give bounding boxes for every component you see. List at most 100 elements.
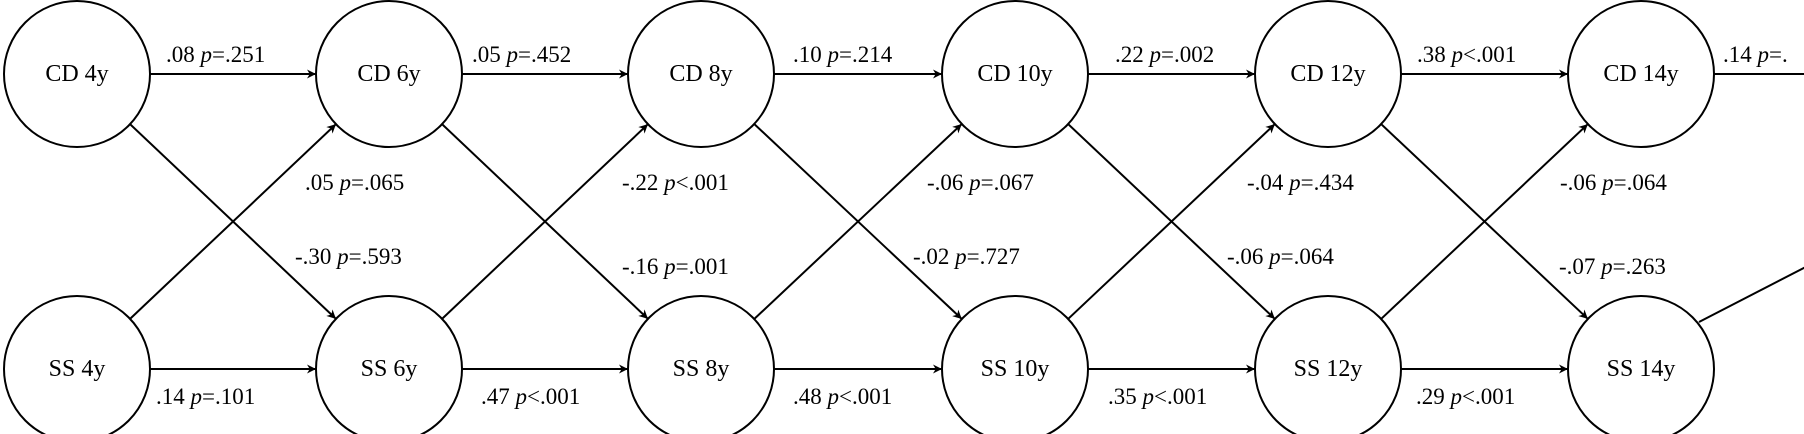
p-symbol: p	[826, 42, 840, 67]
coefficient: -.30	[295, 244, 337, 269]
node-label: CD 14y	[1603, 61, 1678, 87]
coefficient: .05	[305, 170, 340, 195]
edge-label-cd10-cd12: .22 p=.002	[1115, 42, 1214, 67]
p-value: =.452	[518, 42, 571, 67]
p-value: =.065	[351, 170, 404, 195]
nodes-layer: CD 4y CD 6y CD 8y CD 10y CD 12y CD 14y SS 4y SS…	[3, 0, 1715, 434]
p-value: <.001	[1463, 42, 1516, 67]
p-value: =.064	[1614, 170, 1668, 195]
node-cd12: CD 12y	[1254, 0, 1402, 148]
coefficient: .22	[1115, 42, 1150, 67]
node-circle	[3, 0, 151, 148]
edge-label-ss8-ss10: .48 p<.001	[793, 384, 892, 409]
coefficient: -.06	[927, 170, 969, 195]
node-label: SS 8y	[673, 356, 730, 382]
node-label: CD 4y	[45, 61, 108, 87]
node-cd6: CD 6y	[315, 0, 463, 148]
p-value: =.064	[1281, 244, 1335, 269]
p-value: <.001	[1462, 384, 1515, 409]
edge-label-ss10-ss12: .35 p<.001	[1108, 384, 1207, 409]
node-label: CD 10y	[977, 61, 1052, 87]
p-value: =.434	[1301, 170, 1355, 195]
node-circle	[627, 0, 775, 148]
node-ss10: SS 10y	[941, 295, 1089, 434]
node-ss8: SS 8y	[627, 295, 775, 434]
p-value: =.251	[212, 42, 265, 67]
p-symbol: p	[967, 170, 981, 195]
edge-label-cd8-cd10: .10 p=.214	[793, 42, 893, 67]
p-value: =.214	[839, 42, 893, 67]
edge-cd6-ss8	[441, 123, 649, 320]
p-symbol: p	[1756, 42, 1770, 67]
coefficient: .08	[166, 42, 201, 67]
node-circle	[627, 295, 775, 434]
p-value: =.067	[981, 170, 1034, 195]
edge-label-cd4-ss6: -.30 p=.593	[295, 244, 402, 269]
edge-label-ss12-ss14: .29 p<.001	[1416, 384, 1515, 409]
node-circle	[1567, 0, 1715, 148]
p-symbol: p	[1600, 170, 1614, 195]
node-ss4: SS 4y	[3, 295, 151, 434]
edge-continuation-to-ss14	[1698, 266, 1804, 323]
node-ss14: SS 14y	[1567, 295, 1715, 434]
edge-label-ss10-cd12: -.04 p=.434	[1247, 170, 1354, 195]
p-symbol: p	[514, 384, 528, 409]
p-value: <.001	[839, 384, 892, 409]
edge-labels-layer: .08 p=.251.05 p=.452.10 p=.214.22 p=.002…	[156, 42, 1788, 409]
node-label: SS 4y	[49, 356, 106, 382]
p-value: =.002	[1161, 42, 1214, 67]
p-symbol: p	[338, 170, 352, 195]
coefficient: -.22	[622, 170, 664, 195]
node-label: SS 6y	[361, 356, 418, 382]
node-circle	[315, 0, 463, 148]
p-value: =.	[1769, 42, 1788, 67]
edge-label-ss8-cd10: -.06 p=.067	[927, 170, 1034, 195]
node-label: SS 12y	[1294, 356, 1363, 382]
node-cd14: CD 14y	[1567, 0, 1715, 148]
coefficient: -.02	[913, 244, 955, 269]
coefficient: -.07	[1559, 254, 1601, 279]
p-value: <.001	[676, 170, 729, 195]
node-circle	[1567, 295, 1715, 434]
coefficient: -.04	[1247, 170, 1289, 195]
edge-label-ss12-cd14: -.06 p=.064	[1560, 170, 1667, 195]
node-label: CD 6y	[357, 61, 420, 87]
node-cd4: CD 4y	[3, 0, 151, 148]
coefficient: .10	[793, 42, 828, 67]
node-circle	[3, 295, 151, 434]
edge-label-cd6-ss8: -.16 p=.001	[622, 254, 729, 279]
p-value: =.001	[676, 254, 729, 279]
node-label: SS 10y	[981, 356, 1050, 382]
coefficient: .29	[1416, 384, 1451, 409]
node-circle	[1254, 295, 1402, 434]
edge-label-cd14-cd16: .14 p=.	[1723, 42, 1788, 67]
edge-label-cd8-ss10: -.02 p=.727	[913, 244, 1020, 269]
coefficient: .14	[1723, 42, 1758, 67]
p-symbol: p	[199, 42, 213, 67]
p-symbol: p	[189, 384, 203, 409]
edge-label-cd12-cd14: .38 p<.001	[1417, 42, 1516, 67]
p-symbol: p	[1267, 244, 1281, 269]
edge-label-cd6-cd8: .05 p=.452	[472, 42, 571, 67]
node-label: SS 14y	[1607, 356, 1676, 382]
coefficient: .47	[481, 384, 516, 409]
coefficient: .48	[793, 384, 828, 409]
edge-cd8-ss10	[753, 123, 963, 320]
node-circle	[941, 0, 1089, 148]
p-symbol: p	[1148, 42, 1162, 67]
node-cd10: CD 10y	[941, 0, 1089, 148]
p-value: =.263	[1613, 254, 1666, 279]
p-value: <.001	[1154, 384, 1207, 409]
edge-label-ss6-ss8: .47 p<.001	[481, 384, 580, 409]
node-label: CD 8y	[669, 61, 732, 87]
edge-cd10-ss12	[1067, 123, 1276, 320]
edge-label-cd12-ss14: -.07 p=.263	[1559, 254, 1666, 279]
p-symbol: p	[1599, 254, 1613, 279]
coefficient: .38	[1417, 42, 1452, 67]
p-symbol: p	[1141, 384, 1155, 409]
p-symbol: p	[1449, 384, 1463, 409]
node-circle	[1254, 0, 1402, 148]
edge-cd4-ss6	[129, 123, 337, 320]
node-ss6: SS 6y	[315, 295, 463, 434]
